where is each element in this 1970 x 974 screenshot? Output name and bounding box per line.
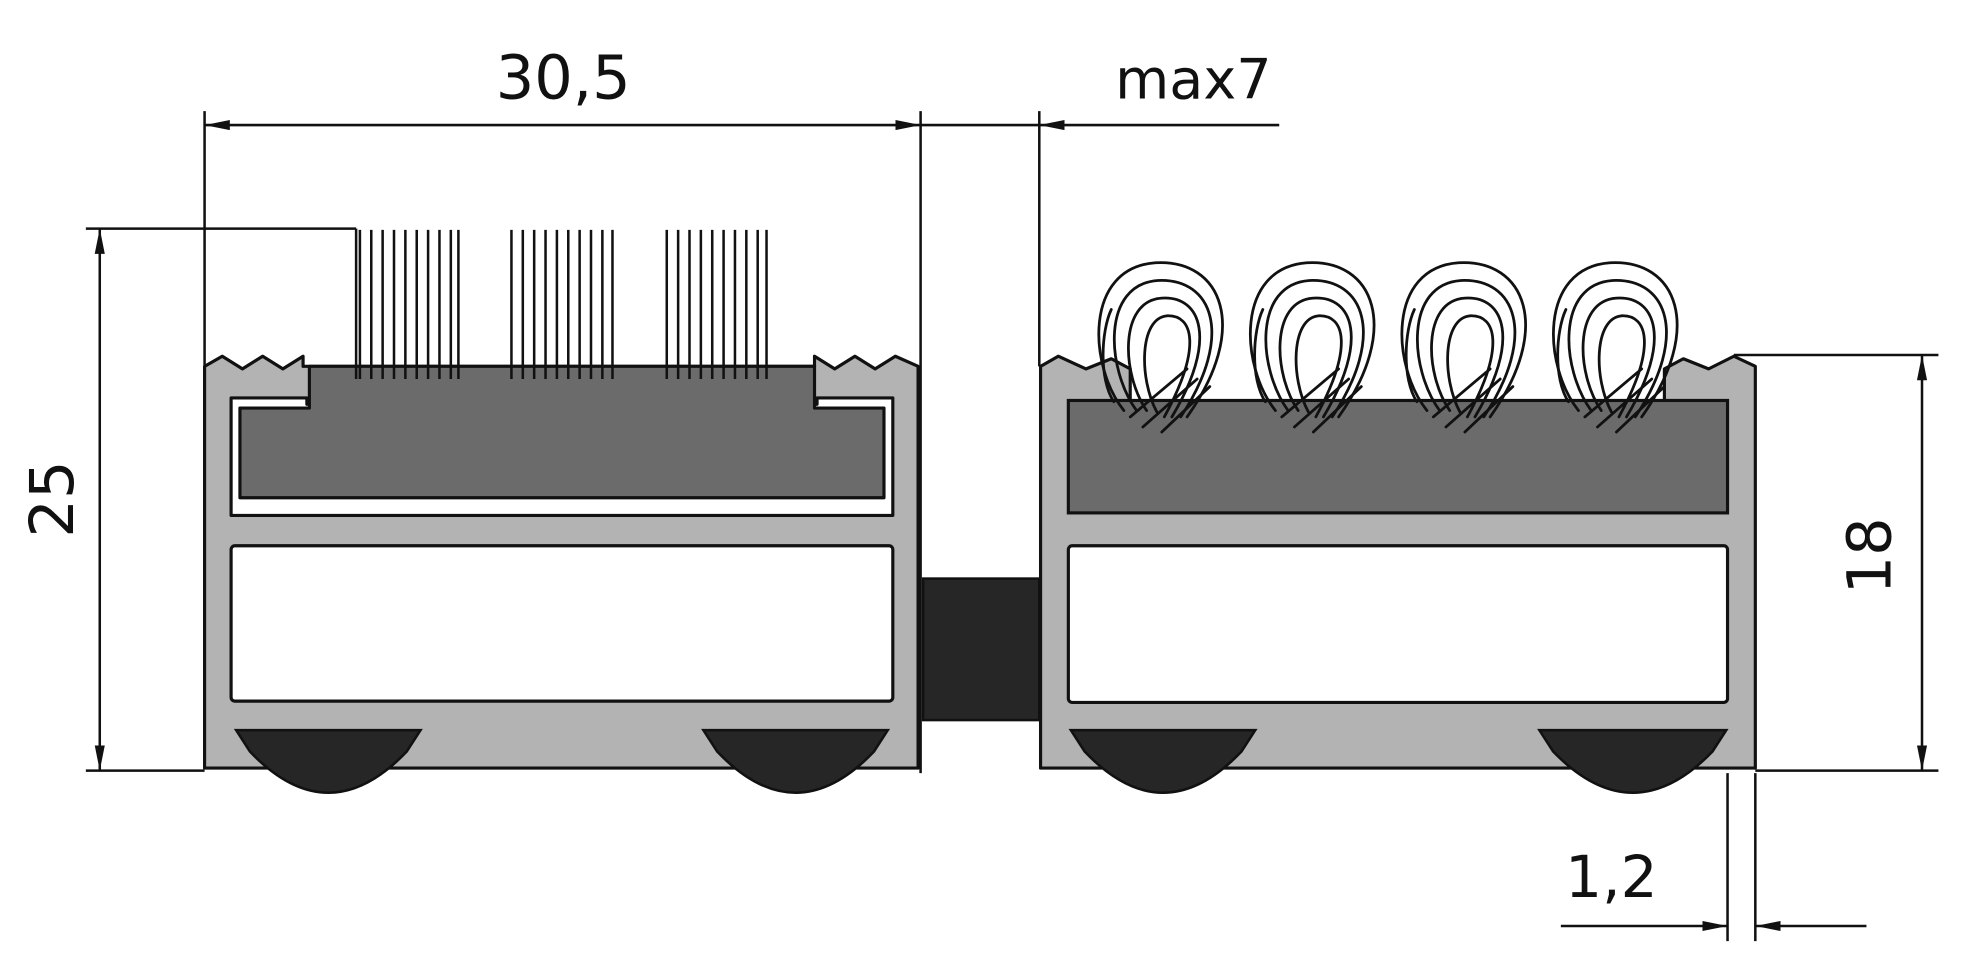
dimension-lines: [85, 111, 1939, 942]
rubber-foot: [1068, 728, 1258, 794]
rubber-foot: [233, 728, 423, 794]
rubber-foot: [1537, 728, 1729, 794]
dim-profile-height-label: 18: [1835, 517, 1905, 594]
textile-loop: [1097, 261, 1224, 434]
dim-gap-label: max7: [1115, 48, 1271, 113]
left-rubber-feet: [233, 728, 891, 794]
right-textile-loops: [1097, 261, 1679, 434]
rubber-spacer: [921, 577, 1041, 722]
left-hollow-chamber: [229, 544, 895, 703]
dim-total-height-label: 25: [18, 460, 88, 537]
dim-width-label: 30,5: [496, 44, 631, 114]
dim-wall-label: 1,2: [1565, 843, 1657, 911]
left-brush-insert: [238, 364, 886, 500]
right-profile: [1038, 261, 1757, 794]
right-rubber-feet: [1068, 728, 1729, 794]
right-textile-insert: [1066, 398, 1730, 515]
right-hollow-chamber: [1066, 544, 1730, 704]
left-profile: [202, 229, 920, 794]
rubber-foot: [701, 728, 891, 794]
left-brush-bristles: [358, 229, 768, 379]
